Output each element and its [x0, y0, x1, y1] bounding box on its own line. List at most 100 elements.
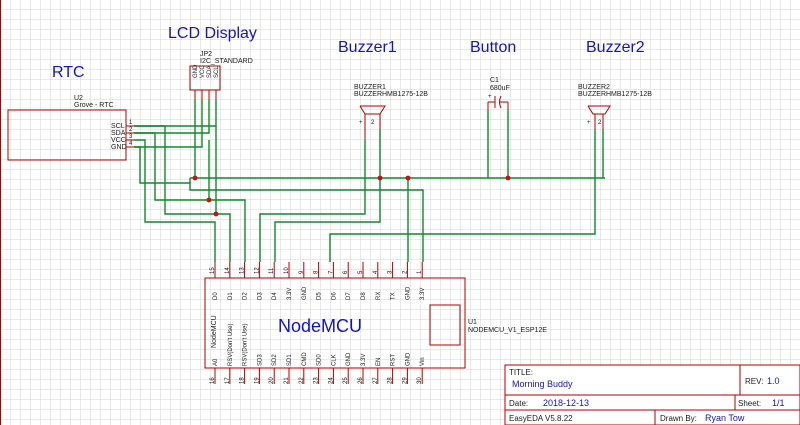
nodemcu-bottom-pin-name: CLK: [331, 354, 337, 366]
nodemcu-top-pin-name: TX: [391, 292, 397, 300]
buzzer2-title: Buzzer2: [586, 39, 645, 56]
nodemcu-top-pin-name: D4: [272, 292, 278, 300]
junction-dot: [206, 197, 212, 203]
nodemcu-bottom-pin-number: 24: [328, 377, 334, 384]
lcd-value: I2C_STANDARD: [200, 58, 253, 65]
buzzer1-gnd-wire: [274, 130, 381, 262]
nodemcu-bottom-pin-name: SD2: [272, 354, 278, 366]
nodemcu-title: NodeMCU: [278, 316, 362, 336]
buzzer2-component[interactable]: BUZZER2 BUZZERHMB1275-12B + 2: [578, 84, 652, 130]
lcd-sda-wire: [134, 100, 210, 134]
buzzer1-title: Buzzer1: [338, 39, 397, 56]
rtc-title: RTC: [52, 64, 85, 81]
nodemcu-top-pin-number: 12: [254, 267, 260, 274]
nodemcu-bottom-pin-name: RST: [391, 354, 397, 366]
nodemcu-top-pin-number: 4: [373, 270, 379, 274]
nodemcu-vertical-label: NodeMCU: [211, 315, 218, 348]
nodemcu-top-pin-name: D0: [213, 292, 219, 300]
nodemcu-top-pin-number: 13: [240, 267, 246, 274]
nodemcu-ref: U1: [468, 319, 477, 326]
nodemcu-bottom-pin-number: 20: [269, 377, 275, 384]
junction-dot: [213, 211, 219, 217]
nodemcu-top-pin-number: 15: [210, 267, 216, 274]
buzzer2-body: [587, 105, 611, 115]
capacitor-plus: +: [488, 94, 492, 100]
rtc-gnd-wire: [134, 146, 190, 184]
nodemcu-module[interactable]: U1 NODEMCU_V1_ESP12E NodeMCU 15D014D113D…: [204, 262, 547, 384]
nodemcu-bottom-pin-number: 30: [417, 377, 423, 384]
rtc-ref: U2: [74, 95, 83, 102]
nodemcu-bottom-pin-name: SD0: [317, 354, 323, 366]
drawn-by-label: Drawn By:: [660, 414, 697, 423]
nodemcu-bottom-pin-name: 3.3V: [361, 354, 367, 366]
rtc-vcc-wire: [134, 139, 216, 262]
junction-dot: [377, 175, 383, 181]
buzzer1-ref: BUZZER1: [354, 84, 386, 91]
nodemcu-top-pin-number: 9: [299, 270, 305, 274]
buzzer2-pin2: 2: [598, 120, 602, 126]
capacitor-curved-plate: [499, 95, 502, 109]
capacitor-ref: C1: [490, 77, 499, 84]
buzzer1-component[interactable]: BUZZER1 BUZZERHMB1275-12B + 2: [354, 84, 428, 140]
nodemcu-top-pin-number: 14: [225, 267, 231, 274]
nodemcu-bottom-pin-name: RSV(Don't Use): [228, 324, 234, 367]
buzzer1-pin2: 2: [371, 120, 375, 126]
nodemcu-top-pin-number: 11: [269, 267, 275, 274]
lcd-pin-name: GND: [193, 64, 199, 78]
nodemcu-top-pin-number: 2: [402, 270, 408, 274]
rtc-sda-wire: [134, 132, 246, 262]
tool-version: EasyEDA V5.8.22: [509, 414, 573, 423]
nodemcu-top-pin-name: GND: [302, 286, 308, 300]
button-title: Button: [470, 39, 516, 56]
nodemcu-bottom-pin-number: 27: [373, 377, 379, 384]
wires: [134, 100, 605, 262]
rev-label: REV:: [745, 377, 763, 386]
lcd-pin-name: SCL: [214, 66, 220, 78]
junction-dot: [505, 175, 511, 181]
rtc-pin-number: 4: [129, 141, 133, 147]
drawn-by-value: Ryan Tow: [705, 413, 745, 423]
nodemcu-top-pin-name: D5: [317, 292, 323, 300]
nodemcu-top-pins: 15D014D113D212D311D4103.3V9GND8D57D66D75…: [210, 262, 426, 300]
rtc-pin-name: GND: [111, 144, 127, 151]
junction-dot: [405, 175, 411, 181]
nodemcu-bottom-pin-number: 19: [254, 377, 260, 384]
buzzer2-value: BUZZERHMB1275-12B: [578, 91, 652, 98]
rtc-module[interactable]: U2 Grove - RTC SCL SDA VCC GND 1 2 3 4: [7, 95, 134, 161]
nodemcu-value: NODEMCU_V1_ESP12E: [468, 327, 547, 334]
junctions: [192, 175, 511, 217]
lcd-display-title: LCD Display: [168, 25, 257, 42]
nodemcu-3v3-wire: [189, 178, 424, 262]
sheet-label: Sheet:: [738, 399, 761, 408]
nodemcu-top-pin-number: 1: [417, 270, 423, 274]
lcd-body: [189, 65, 221, 91]
buzzer1-value: BUZZERHMB1275-12B: [354, 91, 428, 98]
rtc-pin-number: 1: [129, 120, 133, 126]
nodemcu-bottom-pin-number: 28: [388, 377, 394, 384]
nodemcu-top-pin-name: D3: [257, 292, 263, 300]
nodemcu-top-pin-name: 3.3V: [420, 288, 426, 300]
junction-dot: [192, 175, 198, 181]
nodemcu-top-pin-name: D6: [331, 292, 337, 300]
lcd-pin-name: VCC: [200, 65, 206, 78]
nodemcu-bottom-pin-number: 23: [314, 377, 320, 384]
nodemcu-bottom-pin-number: 17: [225, 377, 231, 384]
buzzer1-body: [359, 105, 386, 115]
lcd-connector[interactable]: JP2 I2C_STANDARD GND VCC SDA SCL: [189, 51, 253, 100]
lcd-scl-wire: [134, 100, 217, 127]
nodemcu-bottom-pin-number: 25: [343, 377, 349, 384]
rtc-pin-name: SDA: [111, 130, 126, 137]
nodemcu-bottom-pin-name: CMD: [302, 352, 308, 366]
nodemcu-top-pin-number: 10: [284, 267, 290, 274]
nodemcu-bottom-pin-name: SD3: [257, 354, 263, 366]
capacitor-component[interactable]: C1 680uF +: [487, 77, 510, 110]
rtc-pin-name: VCC: [111, 137, 126, 144]
title-block: TITLE: Morning Buddy REV: 1.0 Date: 2018…: [504, 364, 800, 425]
nodemcu-bottom-pin-name: A0: [213, 358, 219, 366]
nodemcu-bottom-pin-name: GND: [405, 352, 411, 366]
lcd-pin-name: SDA: [207, 66, 213, 78]
capacitor-value: 680uF: [490, 85, 510, 92]
nodemcu-top-pin-name: D1: [228, 292, 234, 300]
buzzer1-signal-wire: [259, 140, 366, 262]
